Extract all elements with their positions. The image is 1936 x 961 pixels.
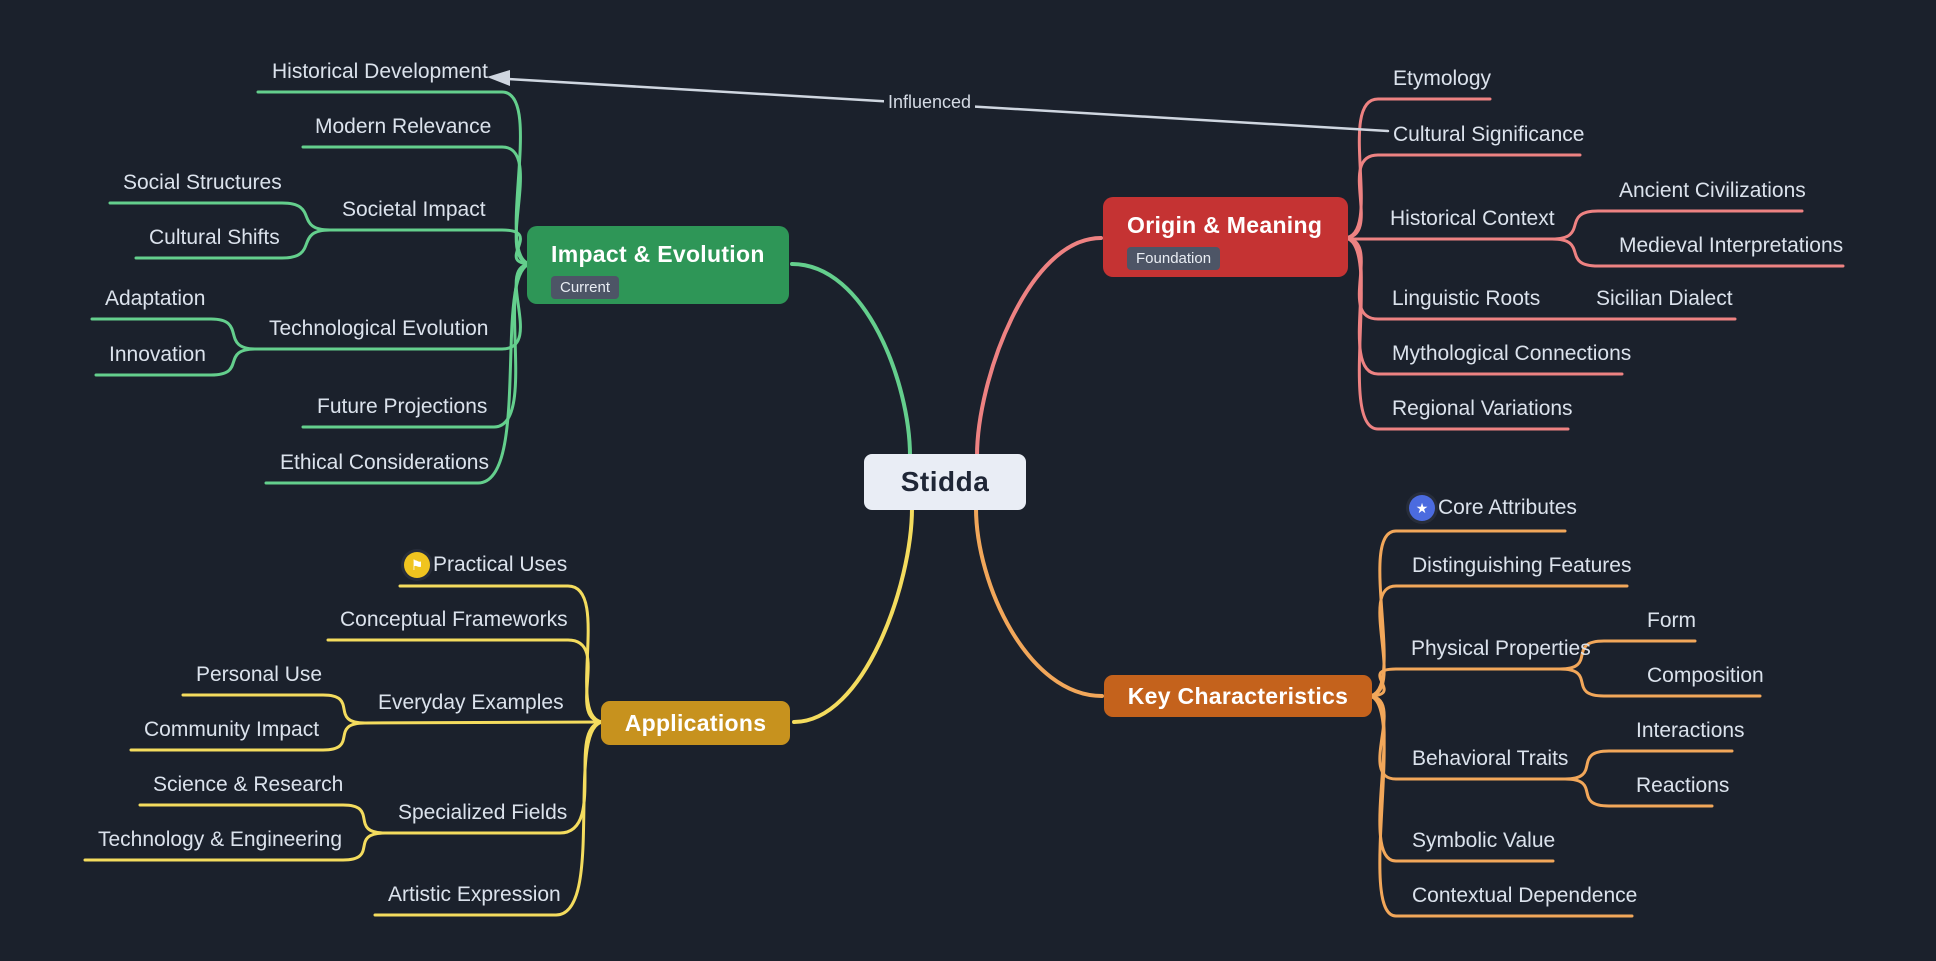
link-reactions [1563,777,1714,808]
link-innovation [94,347,258,377]
child-label-societal-impact[interactable]: Societal Impact [342,198,486,221]
link-everyday-examples [363,720,606,725]
link-physical-properties [1366,667,1562,698]
child-label-regional-variations[interactable]: Regional Variations [1392,397,1573,420]
link-cultural-significance [1342,153,1582,240]
link-medieval-interpretations [1550,237,1845,268]
link-modern-relevance [301,145,534,266]
link-distinguishing-features [1366,584,1629,698]
child-label-linguistic-roots[interactable]: Linguistic Roots [1392,287,1541,310]
child-label-technological-evolution[interactable]: Technological Evolution [269,317,489,340]
child-label-sicilian-dialect[interactable]: Sicilian Dialect [1596,287,1733,310]
child-label-science-research[interactable]: Science & Research [153,773,344,796]
link-societal-impact [328,228,534,266]
branch-title: Applications [624,709,767,736]
root-node-stidda[interactable]: Stidda [864,454,1026,510]
child-label-everyday-examples[interactable]: Everyday Examples [378,691,564,714]
child-label-physical-properties[interactable]: Physical Properties [1411,637,1591,660]
child-label-modern-relevance[interactable]: Modern Relevance [315,115,492,138]
child-label-form[interactable]: Form [1647,609,1696,632]
child-label-ethical-considerations[interactable]: Ethical Considerations [280,451,489,474]
child-label-adaptation[interactable]: Adaptation [105,287,206,310]
link-conceptual-frameworks [326,638,606,724]
branch-badge-foundation: Foundation [1127,247,1221,270]
link-regional-variations [1342,236,1570,431]
branch-node-key-characteristics[interactable]: Key Characteristics [1104,675,1372,717]
child-label-core-attributes[interactable]: ★ Core Attributes [1409,495,1577,521]
branch-title: Key Characteristics [1127,682,1349,709]
branch-title: Impact & Evolution [551,241,765,267]
child-label-medieval-interpretations[interactable]: Medieval Interpretations [1619,234,1844,257]
star-icon: ★ [1409,495,1435,521]
child-label-contextual-dependence[interactable]: Contextual Dependence [1412,884,1638,907]
link-root-origin [975,236,1103,458]
link-composition [1558,667,1762,698]
child-label-symbolic-value[interactable]: Symbolic Value [1412,829,1556,852]
child-label-interactions[interactable]: Interactions [1636,719,1745,742]
branch-node-applications[interactable]: Applications [601,701,790,745]
child-label-personal-use[interactable]: Personal Use [196,663,323,686]
link-social-structures [108,201,332,232]
child-label-future-projections[interactable]: Future Projections [317,395,488,418]
child-label-cultural-significance[interactable]: Cultural Significance [1393,123,1585,146]
child-label-conceptual-frameworks[interactable]: Conceptual Frameworks [340,608,568,631]
link-artistic-expression [373,720,606,917]
child-label-reactions[interactable]: Reactions [1636,774,1730,797]
child-label-composition[interactable]: Composition [1647,664,1764,687]
branch-node-origin-meaning[interactable]: Origin & Meaning Foundation [1103,197,1348,277]
branch-node-impact-evolution[interactable]: Impact & Evolution Current [527,226,789,304]
branch-badge-current: Current [551,276,620,299]
child-label-technology-engineering[interactable]: Technology & Engineering [98,828,343,851]
link-cultural-shifts [134,228,332,260]
link-contextual-dependence [1366,694,1634,918]
link-root-impact [790,262,912,458]
flag-icon: ⚑ [404,552,430,578]
link-science-research [138,803,387,835]
child-label-ancient-civilizations[interactable]: Ancient Civilizations [1619,179,1806,202]
link-adaptation [90,317,258,351]
link-ancient-civilizations [1550,209,1804,241]
link-form [1558,639,1697,671]
child-label-historical-context[interactable]: Historical Context [1390,207,1555,230]
child-label-artistic-expression[interactable]: Artistic Expression [388,883,561,906]
child-label-practical-uses[interactable]: ⚑ Practical Uses [404,552,567,578]
child-label-text: Core Attributes [1438,496,1577,519]
link-ethical-considerations [264,262,534,485]
child-label-etymology[interactable]: Etymology [1393,67,1492,90]
child-label-distinguishing-features[interactable]: Distinguishing Features [1412,554,1632,577]
child-label-historical-development[interactable]: Historical Development [272,60,488,83]
link-behavioral-traits [1366,694,1567,781]
link-practical-uses [398,584,606,724]
link-technology-engineering [83,831,387,862]
child-label-text: Practical Uses [433,553,568,576]
link-root-characteristics [974,506,1104,698]
link-community-impact [129,721,367,752]
link-etymology [1342,97,1492,240]
child-label-mythological-connections[interactable]: Mythological Connections [1392,342,1632,365]
branch-title: Origin & Meaning [1127,212,1323,238]
root-label: Stidda [900,466,990,497]
cross-link-label: Influenced [884,92,976,113]
link-technological-evolution [254,262,534,351]
child-label-innovation[interactable]: Innovation [109,343,206,366]
link-root-applications [792,506,914,724]
child-label-behavioral-traits[interactable]: Behavioral Traits [1412,747,1569,770]
child-label-community-impact[interactable]: Community Impact [144,718,320,741]
link-interactions [1563,749,1734,781]
child-label-social-structures[interactable]: Social Structures [123,171,282,194]
link-personal-use [181,693,367,725]
child-label-cultural-shifts[interactable]: Cultural Shifts [149,226,280,249]
child-label-specialized-fields[interactable]: Specialized Fields [398,801,568,824]
cross-link-arrowhead-icon [487,70,510,86]
